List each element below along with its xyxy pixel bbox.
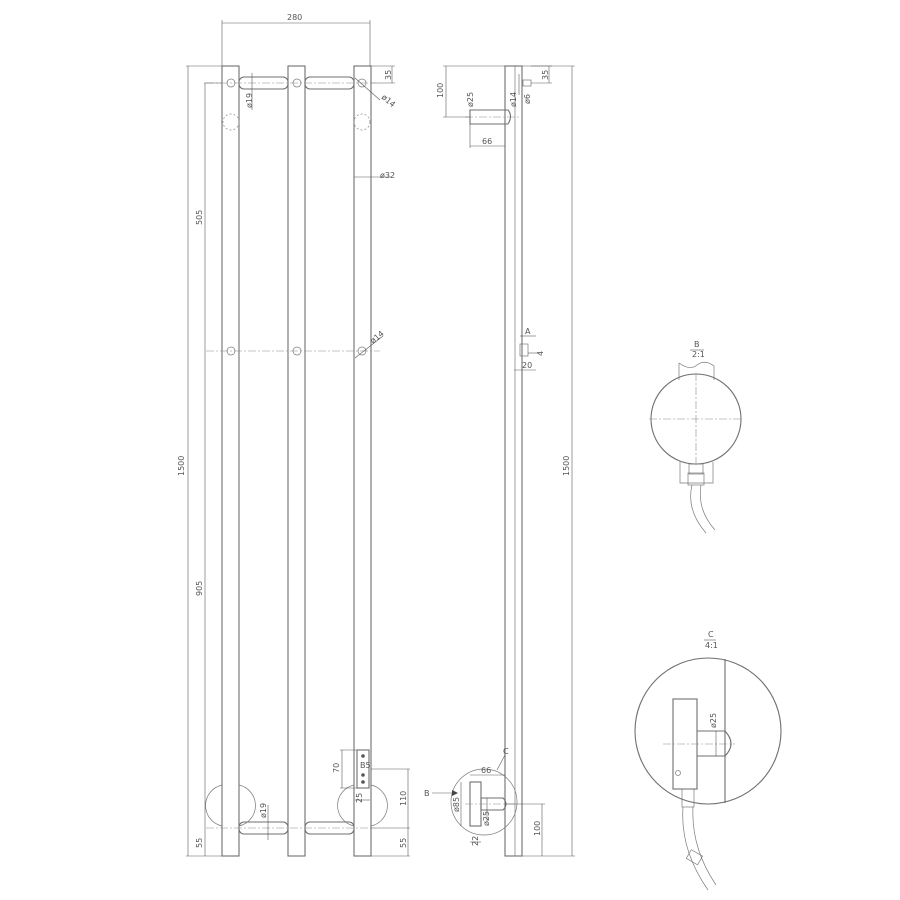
dim-upper-spacing: 505 — [195, 210, 204, 225]
dim-bar-top: ø19 — [245, 93, 254, 108]
dim-overall-width: 280 — [287, 13, 302, 22]
dim-overall-height: 1500 — [177, 456, 186, 476]
dim-flange-thk: 22 — [471, 836, 480, 846]
dim-box-width: 25 — [355, 793, 364, 803]
element-stub — [697, 730, 732, 757]
dim-bracket-dia: ø25 — [466, 92, 475, 107]
cable-b — [690, 484, 716, 534]
dim-mid-a: A — [525, 327, 531, 336]
dim-bracket-depth: 66 — [482, 137, 492, 146]
dim-box-height: 70 — [332, 763, 341, 773]
dim-mid-4: 4 — [536, 351, 545, 356]
dim-side-overall-height: 1500 — [562, 456, 571, 476]
bracket-bottom-right — [337, 784, 355, 827]
dim-bracket-drop: 100 — [436, 83, 445, 98]
dim-detail-depth: 66 — [481, 766, 491, 775]
dim-bottom-offset-right: 55 — [399, 838, 408, 848]
dim-mid-20: 20 — [522, 361, 532, 370]
dim-element-height: 110 — [399, 791, 408, 806]
detail-c-title: C — [708, 630, 714, 639]
left-tube — [221, 65, 240, 857]
detail-circle-c — [450, 768, 518, 836]
dim-bottom-offset-left: 55 — [195, 838, 204, 848]
detail-c-dim: ø25 — [709, 713, 718, 728]
detail-b-label: B — [694, 340, 700, 349]
mid-fixing — [519, 343, 529, 357]
detail-c: C 4:1 ø25 — [634, 630, 782, 891]
right-tube — [353, 65, 372, 857]
cable-c — [682, 806, 717, 891]
dim-stub-dia: ø25 — [482, 811, 491, 826]
top-wall-bracket — [469, 109, 512, 125]
dim-bar-bottom: ø19 — [259, 803, 268, 818]
dim-flange-dia: ø85 — [452, 797, 461, 812]
side-view: 100 ø25 66 ø14 ø6 35 1500 A 4 20 C — [424, 65, 575, 857]
dim-pin-dia: ø14 — [509, 92, 518, 107]
view-arrow-b: B — [424, 789, 430, 798]
detail-b: B 2:1 — [649, 340, 743, 534]
control-box — [356, 749, 370, 789]
dim-side-top-offset: 35 — [541, 70, 550, 80]
side-tube — [504, 65, 523, 857]
middle-tube — [287, 65, 306, 857]
dim-hole-top: ø14 — [380, 93, 397, 110]
dim-tube-dia: ø32 — [380, 171, 395, 180]
top-pin — [522, 79, 532, 87]
front-view: B5 280 1500 505 905 55 35 ø14 ø14 ø19 — [177, 13, 410, 857]
detail-c-circle — [634, 657, 782, 805]
bottom-stub — [480, 797, 507, 811]
detail-b-scale: 2:1 — [692, 350, 705, 359]
detail-c-label: C — [503, 747, 509, 756]
svg-text:B5: B5 — [360, 761, 371, 770]
dim-lower-spacing: 905 — [195, 581, 204, 596]
dim-pin-len: ø6 — [523, 94, 532, 104]
dim-top-offset: 35 — [384, 70, 393, 80]
dim-bottom-height: 100 — [533, 821, 542, 836]
detail-c-scale: 4:1 — [705, 641, 718, 650]
bracket-bottom-left — [205, 784, 223, 827]
